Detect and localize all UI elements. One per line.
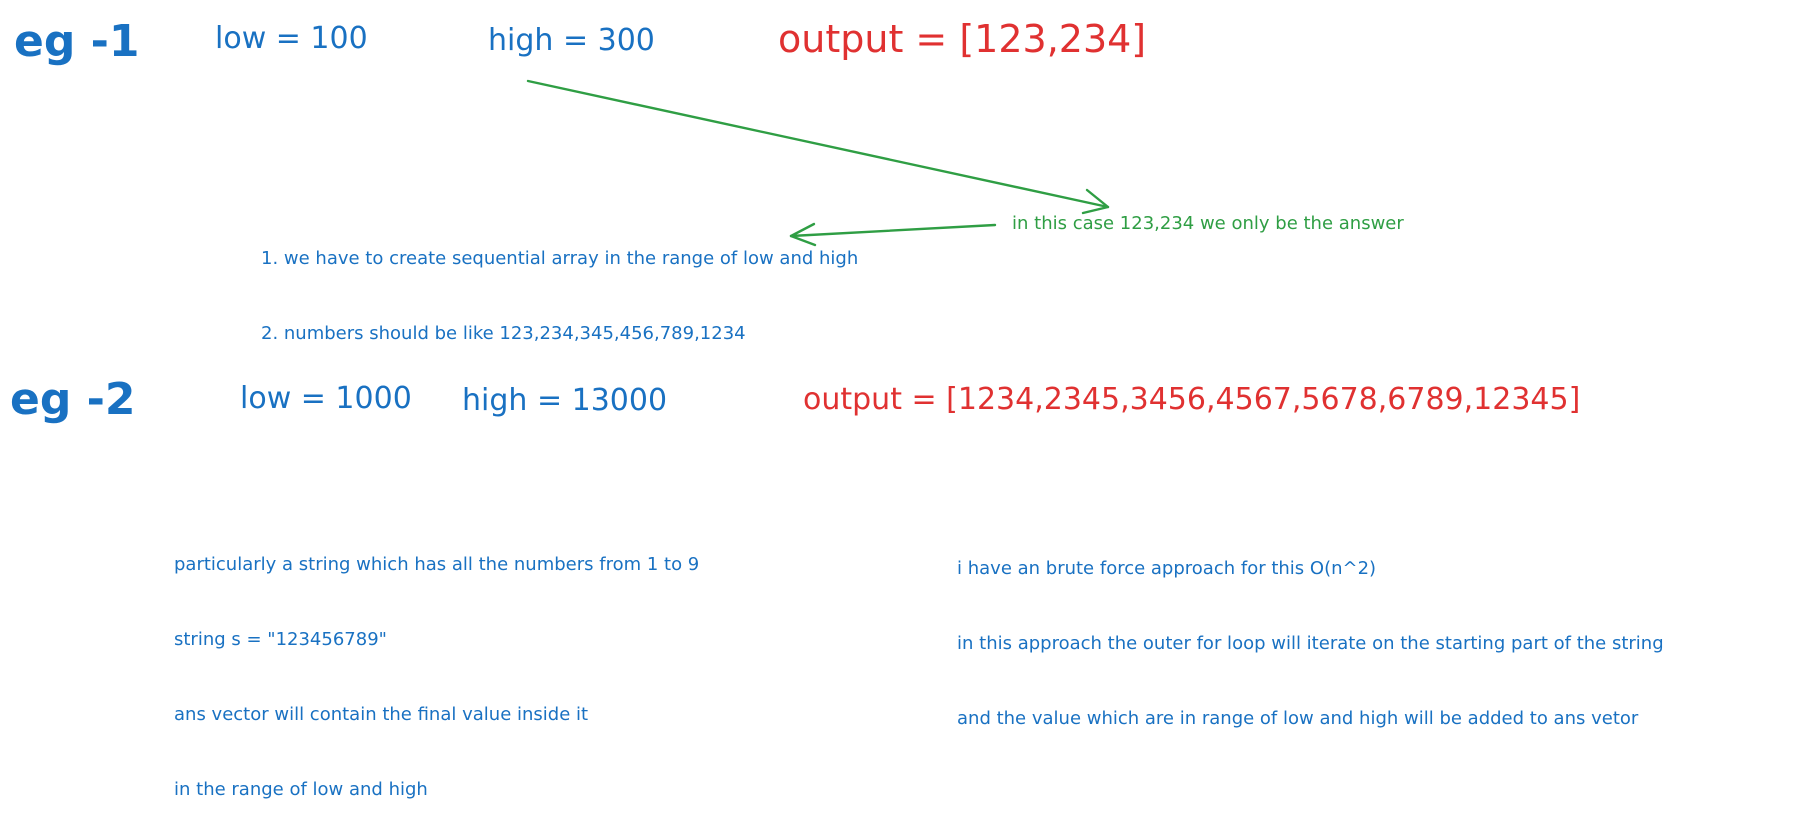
example-2-note-line: in the range of low and high xyxy=(174,779,428,800)
example-2-notes-right: i have an brute force approach for this … xyxy=(957,506,1664,756)
arrows-layer xyxy=(526,79,1110,247)
example-1-low: low = 100 xyxy=(215,21,368,56)
example-1-note-line: 2. numbers should be like 123,234,345,45… xyxy=(261,323,746,344)
example-2-note-line: ans vector will contain the final value … xyxy=(174,704,589,725)
example-2-note-line: in this approach the outer for loop will… xyxy=(957,633,1664,654)
example-2-note-line: string s = "123456789" xyxy=(174,629,387,650)
example-1-note-line: 1. we have to create sequential array in… xyxy=(261,248,859,269)
arrow-high-to-side-note xyxy=(526,79,1110,215)
example-1-high: high = 300 xyxy=(488,23,655,58)
example-2-high: high = 13000 xyxy=(462,383,668,418)
example-2-output: output = [1234,2345,3456,4567,5678,6789,… xyxy=(803,382,1581,417)
example-1-output: output = [123,234] xyxy=(778,17,1147,61)
example-2-label: eg -2 xyxy=(10,374,136,425)
example-1-notes: 1. we have to create sequential array in… xyxy=(261,196,858,371)
example-2-notes-left: particularly a string which has all the … xyxy=(174,502,699,827)
arrow-side-note-to-notes xyxy=(789,222,997,247)
example-2-note-line: particularly a string which has all the … xyxy=(174,554,700,575)
example-2-low: low = 1000 xyxy=(240,381,412,416)
example-2-note-line: and the value which are in range of low … xyxy=(957,708,1639,729)
example-1-label: eg -1 xyxy=(14,16,140,67)
example-2-note-line: i have an brute force approach for this … xyxy=(957,558,1377,579)
example-1-side-note: in this case 123,234 we only be the answ… xyxy=(1012,213,1404,234)
